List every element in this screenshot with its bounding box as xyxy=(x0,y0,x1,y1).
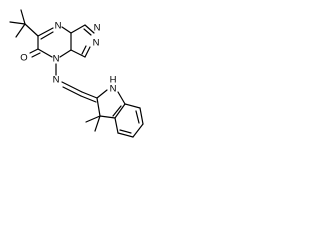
atom-label-oxygen: O xyxy=(20,53,27,64)
atom-label-n-ring-b: N xyxy=(53,54,60,65)
bond-c3-methyl-b xyxy=(94,115,101,132)
bond-c8a-n8 xyxy=(59,49,72,58)
bond-n8-c7 xyxy=(37,48,53,58)
bond-c2-nh xyxy=(96,89,108,99)
bond-c7a-c3a xyxy=(114,103,126,119)
bond-c3-c2 xyxy=(96,97,101,117)
bond-c4-c8a xyxy=(70,49,86,58)
bond-c3-n3 xyxy=(84,24,95,34)
tert-butyl-group xyxy=(9,9,39,38)
chemical-structure-diagram: N N N O N N H N xyxy=(9,9,144,138)
bond-n2-c3 xyxy=(70,24,86,34)
bond-nh-c7a xyxy=(117,91,126,105)
bond-tbu-ring xyxy=(24,23,39,37)
bond-benz-6-double xyxy=(112,105,122,117)
imine-linker xyxy=(55,63,98,103)
atom-label-n-ring-a: N xyxy=(55,21,62,32)
triazine-ring xyxy=(37,26,72,58)
bond-c7-o xyxy=(29,48,39,54)
bond-benz-1 xyxy=(124,103,141,109)
bond-n-imine-ch xyxy=(61,81,83,93)
bond-n4-c4-double xyxy=(81,45,87,55)
indoline-ring xyxy=(85,89,126,132)
atom-label-hydrogen: H xyxy=(110,75,117,86)
bond-benz-2-double xyxy=(135,110,140,124)
bond-n1-n2 xyxy=(61,26,72,34)
atom-label-n-indoline: N xyxy=(110,84,117,95)
atom-label-n-triazole-b: N xyxy=(93,38,100,49)
bond-ch-ch xyxy=(81,91,98,99)
bond-n-imine-ch-double xyxy=(62,86,82,97)
bond-tbu-c-methyl-left xyxy=(9,21,26,25)
bond-ch-ch-double xyxy=(80,95,97,103)
bond-c7-o-double xyxy=(31,52,41,58)
bond-n4-c4 xyxy=(84,46,91,58)
bond-benz-3 xyxy=(132,123,144,138)
bond-c6-n1-double xyxy=(40,31,54,40)
bond-c3a-c3 xyxy=(99,115,116,119)
atom-labels: N N N O N N H N xyxy=(20,21,116,95)
atom-label-n-imine: N xyxy=(53,75,60,86)
bond-c3-methyl-a xyxy=(85,115,101,123)
bond-benz-2 xyxy=(139,107,144,125)
bond-c3-n3-double xyxy=(83,28,92,36)
atom-label-n-triazole-a: N xyxy=(94,23,101,34)
bond-benz-4 xyxy=(117,132,134,138)
bond-tbu-c-methyl-top xyxy=(20,9,26,25)
carbonyl-group xyxy=(29,48,41,58)
triazole-ring xyxy=(70,24,95,58)
bond-benz-5 xyxy=(114,117,119,134)
bond-tbu-c-methyl-down xyxy=(15,23,26,38)
bond-c6-n1 xyxy=(37,27,54,37)
bond-benz-4-double xyxy=(119,129,132,134)
benzene-ring xyxy=(112,103,144,138)
